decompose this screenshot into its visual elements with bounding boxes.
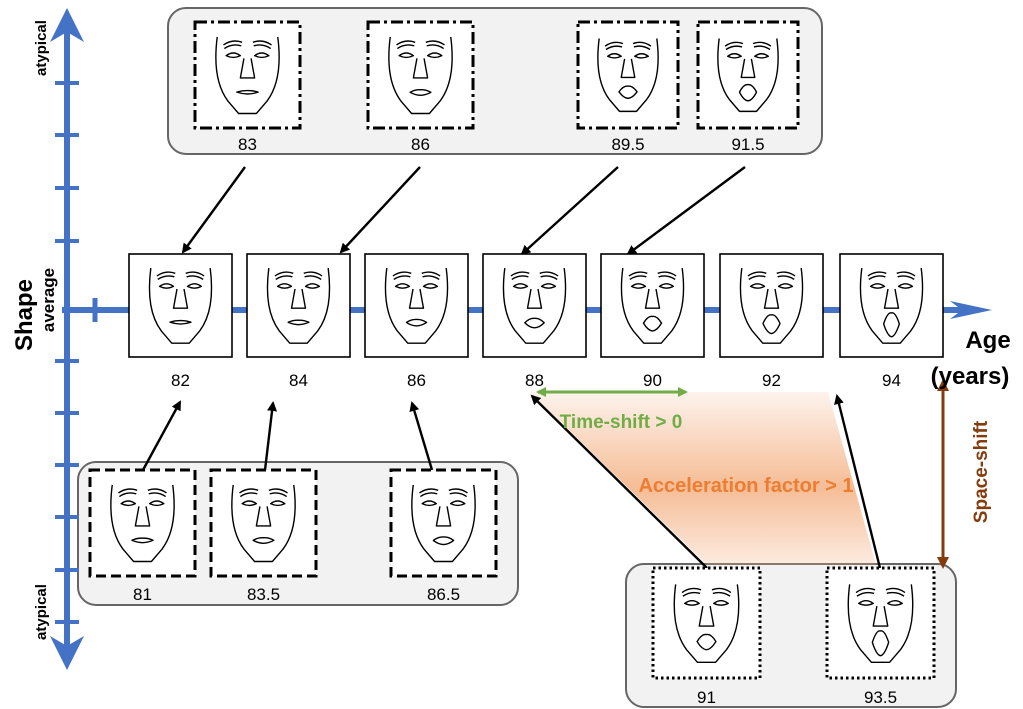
center-face-3: 88	[482, 253, 587, 390]
arrow-89-5-to-center	[520, 166, 619, 256]
face-drawing	[388, 36, 453, 115]
shape-axis	[50, 8, 84, 670]
face-drawing	[215, 36, 280, 115]
face-drawing	[411, 484, 476, 563]
top-face-0-age-label: 83	[238, 135, 257, 154]
center-face-5-age-label: 92	[762, 371, 781, 390]
face-drawing	[148, 267, 213, 344]
face-drawing	[110, 484, 175, 563]
age-axis-label: Age	[965, 327, 1010, 354]
bottom-left-face-0-age-label: 81	[133, 585, 152, 604]
top-face-0: 83	[193, 20, 302, 154]
space-shift-label: Space-shift	[971, 420, 992, 523]
arrow-83-5-to-center	[263, 401, 278, 471]
center-face-5: 92	[719, 253, 824, 390]
face-drawing	[597, 38, 659, 113]
average-label: average	[39, 268, 58, 332]
top-face-3: 91.5	[696, 20, 800, 154]
center-face-6-age-label: 94	[882, 371, 901, 390]
arrow-91-5-to-center	[626, 166, 746, 256]
top-face-1: 86	[366, 20, 475, 154]
center-face-4-age-label: 90	[643, 371, 662, 390]
center-face-3-age-label: 88	[525, 371, 544, 390]
bottom-left-face-1-age-label: 83.5	[247, 585, 280, 604]
face-drawing	[502, 267, 567, 344]
center-face-0: 82	[128, 253, 233, 390]
arrow-86-5-to-center	[409, 401, 434, 471]
center-face-1: 84	[246, 253, 351, 390]
face-drawing	[231, 484, 296, 563]
face-drawing	[620, 267, 685, 344]
bottom-right-face-1: 93.5	[825, 566, 936, 707]
face-drawing	[847, 584, 914, 664]
face-drawing	[384, 267, 449, 344]
center-face-0-age-label: 82	[171, 371, 190, 390]
atypical-top-label: atypical	[33, 20, 50, 76]
bottom-left-face-0: 81	[88, 468, 197, 604]
bottom-right-face-1-age-label: 93.5	[864, 688, 897, 707]
arrow-91-to-center	[530, 394, 708, 569]
center-face-2: 86	[364, 253, 469, 390]
arrow-93-5-to-center	[834, 394, 882, 569]
top-face-1-age-label: 86	[411, 135, 430, 154]
face-drawing	[266, 267, 331, 344]
bottom-left-face-2: 86.5	[389, 468, 498, 604]
arrow-81-to-center	[141, 400, 182, 471]
top-face-2-age-label: 89.5	[611, 135, 644, 154]
bottom-left-face-1: 83.5	[209, 468, 318, 604]
face-drawing	[717, 38, 779, 113]
arrow-86-to-center	[339, 166, 421, 254]
arrow-83-to-center	[181, 166, 246, 254]
bottom-left-face-2-age-label: 86.5	[427, 585, 460, 604]
top-face-2: 89.5	[576, 20, 680, 154]
face-boxes: 82 84 86 88 90 92 94 83 86 89.5 91.5 81 83.5 86.5 91 93…	[88, 20, 944, 707]
age-axis-units: (years)	[931, 363, 1010, 390]
face-drawing	[739, 267, 804, 344]
face-drawing	[859, 267, 924, 344]
bottom-right-face-0: 91	[651, 566, 762, 707]
center-face-4: 90	[600, 253, 705, 390]
acceleration-wedge	[530, 392, 876, 565]
shape-axis-label: Shape	[11, 279, 38, 351]
time-shift-label: Time-shift > 0	[560, 412, 683, 433]
top-face-3-age-label: 91.5	[731, 135, 764, 154]
center-face-1-age-label: 84	[289, 371, 308, 390]
acceleration-label: Acceleration factor > 1	[638, 475, 853, 497]
atypical-bottom-label: atypical	[33, 584, 50, 640]
bottom-right-face-0-age-label: 91	[697, 688, 716, 707]
face-drawing	[673, 584, 740, 664]
center-face-2-age-label: 86	[407, 371, 426, 390]
center-face-6: 94	[839, 253, 944, 390]
